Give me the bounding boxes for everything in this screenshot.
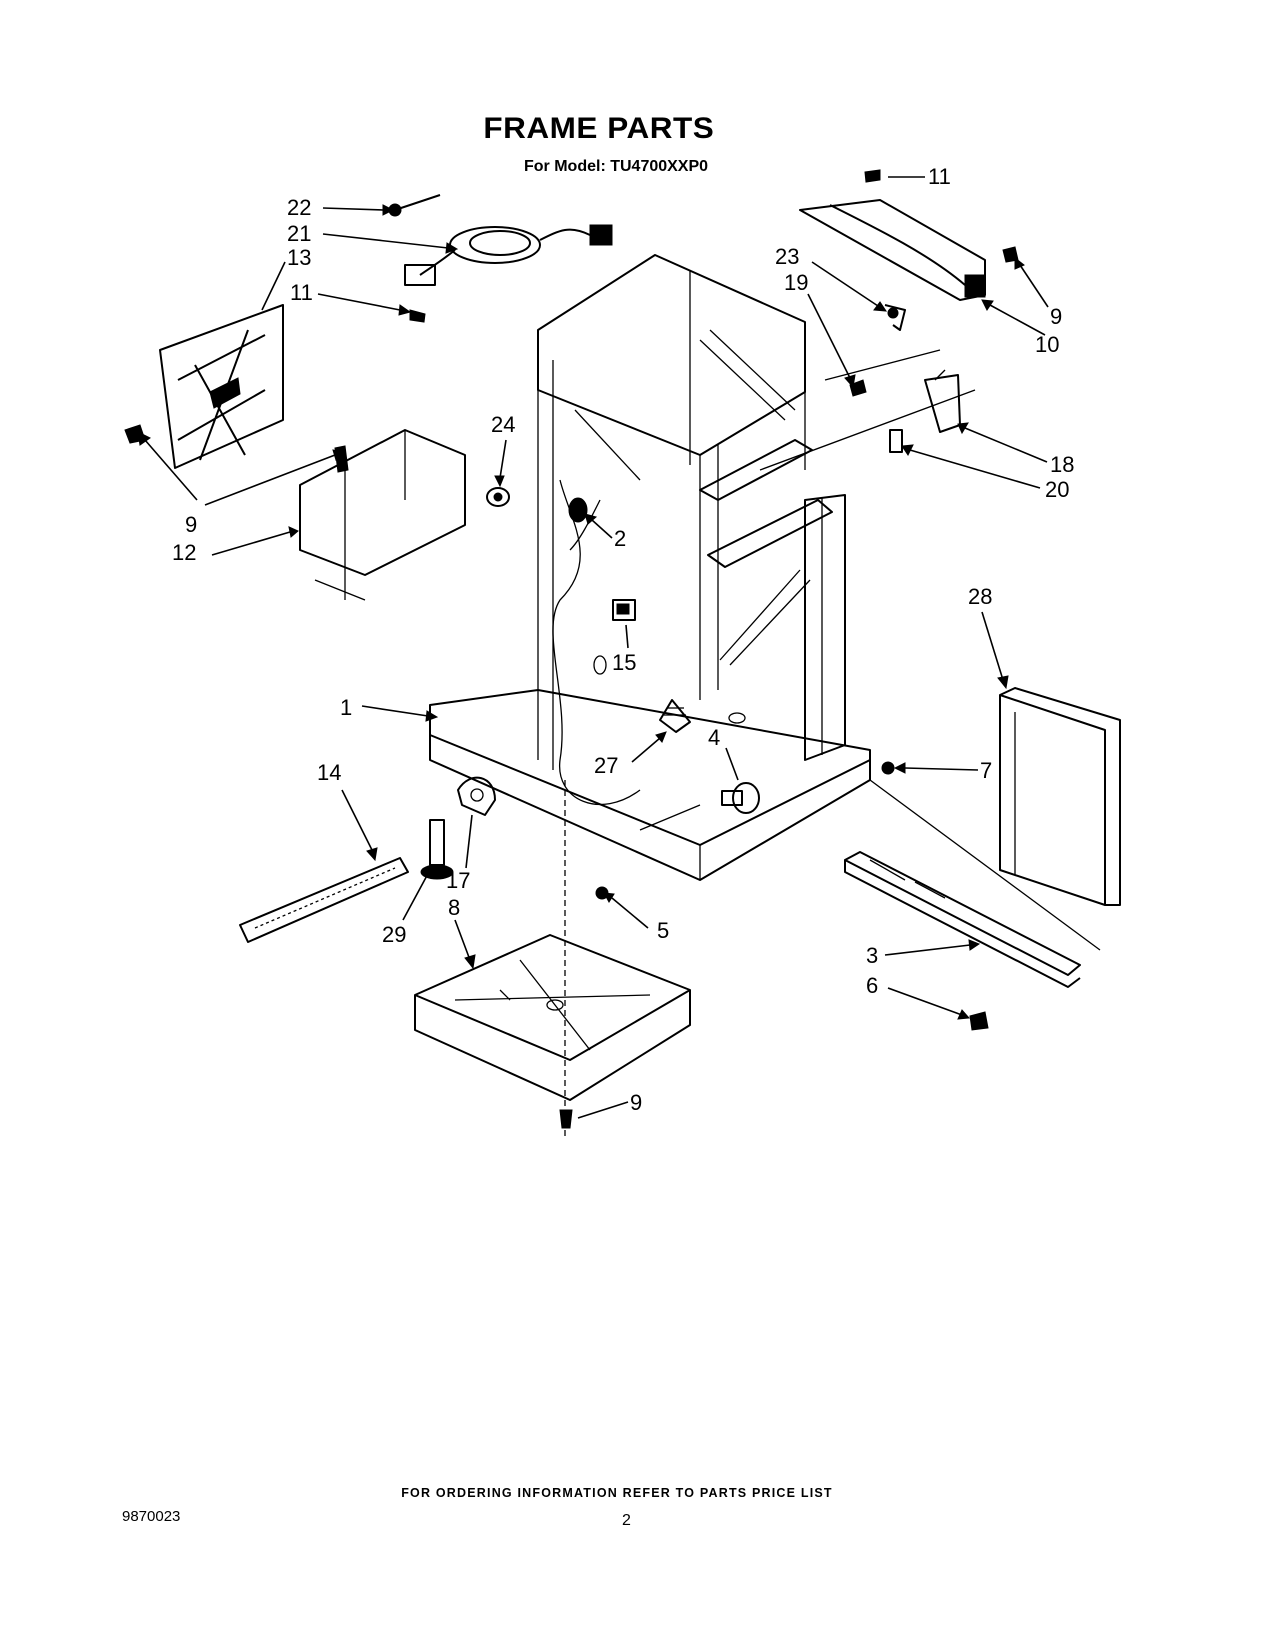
leveling-leg-29 <box>420 819 454 880</box>
screw-11-right <box>864 169 881 183</box>
clip-22 <box>388 194 441 217</box>
callout-1: 1 <box>340 695 352 720</box>
callout-23: 23 <box>775 244 799 269</box>
callout-22: 22 <box>287 195 311 220</box>
document-number: 9870023 <box>122 1508 181 1525</box>
nut-7 <box>881 761 895 775</box>
alignment-lines <box>639 349 1101 951</box>
model-subtitle: For Model: TU4700XXP0 <box>524 158 709 175</box>
side-panel-13 <box>159 304 284 469</box>
callout-24: 24 <box>491 412 515 437</box>
callout-14: 14 <box>317 760 341 785</box>
screw-11-left <box>409 309 426 323</box>
callout-19: 19 <box>784 270 808 295</box>
callout-11-right: 11 <box>928 164 951 189</box>
shield-12 <box>299 429 466 601</box>
harness-10 <box>799 199 986 301</box>
screw-6 <box>969 1011 989 1031</box>
toe-pad-14 <box>239 857 409 943</box>
callout-18: 18 <box>1050 452 1074 477</box>
callout-4: 4 <box>708 725 720 750</box>
callout-10: 10 <box>1035 332 1059 357</box>
part-23 <box>884 304 906 331</box>
callout-labels: 22 21 13 11 9 12 24 2 15 1 27 4 14 17 29… <box>172 164 1074 1115</box>
thermostat-4 <box>721 782 760 814</box>
frame-assembly <box>429 254 871 881</box>
grommet-24 <box>486 487 510 507</box>
page-number: 2 <box>622 1512 631 1529</box>
rail-3 <box>844 851 1081 988</box>
callout-3: 3 <box>866 943 878 968</box>
callout-6: 6 <box>866 973 878 998</box>
side-panel-28 <box>999 687 1121 906</box>
callout-12: 12 <box>172 540 196 565</box>
screw-9-bottom <box>559 780 573 1140</box>
callout-28: 28 <box>968 584 992 609</box>
callout-9-bottom: 9 <box>630 1090 642 1115</box>
callout-11: 11 <box>290 280 313 305</box>
callout-9: 9 <box>185 512 197 537</box>
ordering-note: FOR ORDERING INFORMATION REFER TO PARTS … <box>401 1486 833 1500</box>
screw-9-left <box>124 424 349 473</box>
foot-27 <box>659 699 691 733</box>
callout-5: 5 <box>657 918 669 943</box>
bracket-17 <box>457 776 496 816</box>
switch-15 <box>612 599 636 621</box>
callout-27: 27 <box>594 753 618 778</box>
thermostat-2 <box>568 497 588 523</box>
switch-18 <box>924 369 961 433</box>
callout-20: 20 <box>1045 477 1069 502</box>
callout-9-right: 9 <box>1050 304 1062 329</box>
callout-13: 13 <box>287 245 311 270</box>
callout-21: 21 <box>287 221 311 246</box>
callout-29: 29 <box>382 922 406 947</box>
callout-7: 7 <box>980 758 992 783</box>
base-pan-8 <box>414 934 691 1101</box>
callout-8: 8 <box>448 895 460 920</box>
callout-17: 17 <box>446 868 470 893</box>
callout-2: 2 <box>614 526 626 551</box>
power-cord-21 <box>404 224 613 286</box>
page-title: FRAME PARTS <box>483 112 715 145</box>
leader-lines <box>137 176 1049 1119</box>
spacer-20 <box>889 429 903 453</box>
callout-15: 15 <box>612 650 636 675</box>
